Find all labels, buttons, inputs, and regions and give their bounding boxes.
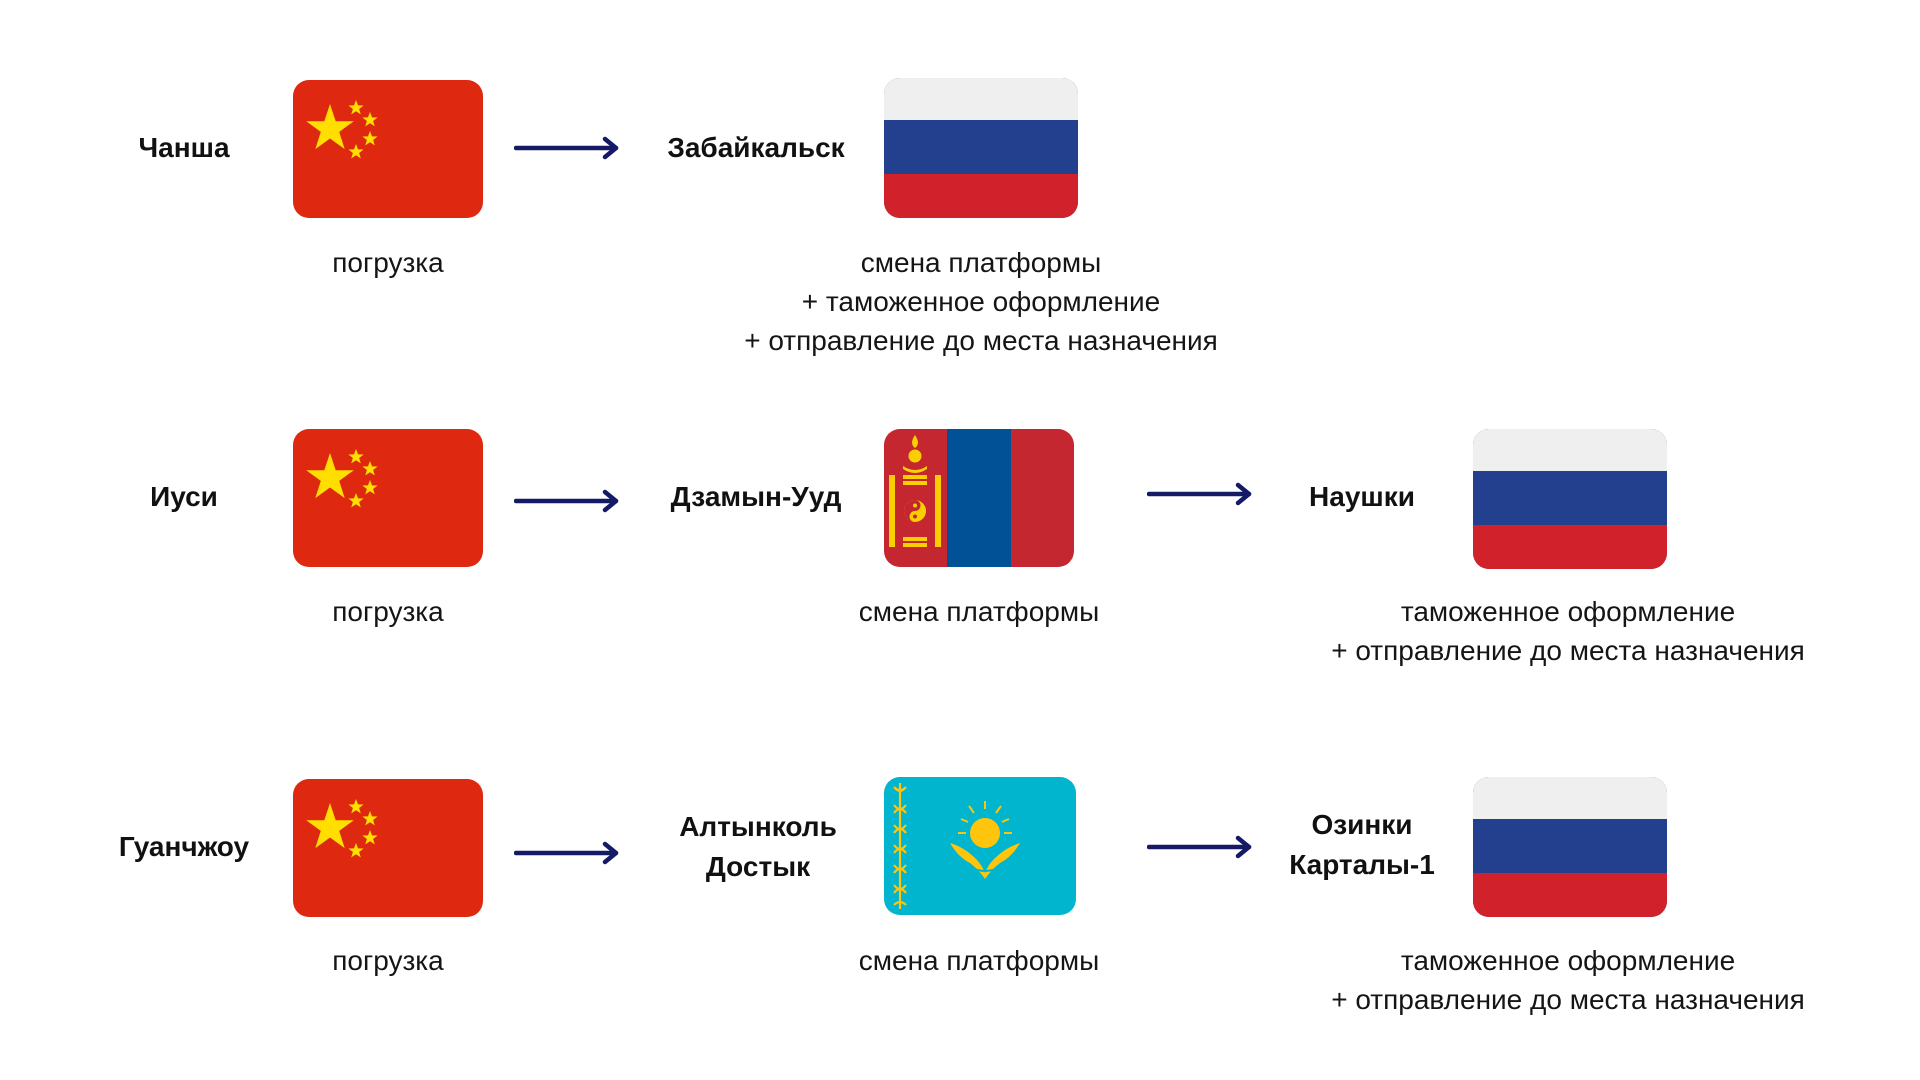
- hub-caption: смена платформы + таможенное оформление …: [744, 243, 1218, 360]
- origin-city-label: Чанша: [138, 128, 229, 168]
- origin-city-line: Чанша: [138, 132, 230, 163]
- final-caption: таможенное оформление + отправление до м…: [1331, 592, 1805, 670]
- hub-city-label: Забайкальск: [667, 128, 844, 168]
- china-flag-icon: [293, 80, 483, 218]
- russia-flag-icon: [884, 78, 1078, 218]
- china-flag-icon: [293, 779, 483, 917]
- caption-line: погрузка: [332, 247, 444, 278]
- caption-line: смена платформы: [858, 596, 1100, 627]
- hub-city-line: Забайкальск: [667, 132, 845, 163]
- final-city-line: Наушки: [1309, 481, 1415, 512]
- route-arrow-icon: [514, 136, 624, 160]
- caption-line: таможенное оформление: [1400, 596, 1736, 627]
- final-caption: таможенное оформление + отправление до м…: [1331, 941, 1805, 1019]
- hub-city-label: Алтынколь Достык: [679, 807, 837, 887]
- caption-line: смена платформы: [860, 247, 1102, 278]
- caption-line: таможенное оформление: [1400, 945, 1736, 976]
- caption-line: погрузка: [332, 945, 444, 976]
- hub-city-line: Достык: [705, 851, 811, 882]
- kazakhstan-flag-icon: [884, 777, 1076, 915]
- final-city-line: Озинки: [1311, 809, 1413, 840]
- hub-city-line: Алтынколь: [679, 811, 837, 842]
- caption-line: смена платформы: [858, 945, 1100, 976]
- origin-city-label: Гуанчжоу: [119, 827, 249, 867]
- origin-caption: погрузка: [332, 243, 443, 282]
- final-city-label: Наушки: [1309, 477, 1415, 517]
- hub-caption: смена платформы: [859, 941, 1099, 980]
- caption-line: + отправление до места назначения: [1331, 635, 1805, 666]
- china-flag-icon: [293, 429, 483, 567]
- russia-flag-icon: [1473, 777, 1667, 917]
- origin-caption: погрузка: [332, 592, 443, 631]
- hub-caption: смена платформы: [859, 592, 1099, 631]
- caption-line: + отправление до места назначения: [1331, 984, 1805, 1015]
- origin-city-line: Гуанчжоу: [118, 831, 250, 862]
- hub-city-label: Дзамын-Ууд: [671, 477, 842, 517]
- caption-line: + таможенное оформление: [801, 286, 1161, 317]
- final-city-label: Озинки Карталы-1: [1289, 805, 1435, 885]
- route-arrow-icon: [1147, 835, 1257, 859]
- origin-caption: погрузка: [332, 941, 443, 980]
- hub-city-line: Дзамын-Ууд: [670, 481, 842, 512]
- route-arrow-icon: [514, 841, 624, 865]
- mongolia-flag-icon: [884, 429, 1074, 567]
- origin-city-label: Иуси: [150, 477, 218, 517]
- route-arrow-icon: [1147, 482, 1257, 506]
- caption-line: погрузка: [332, 596, 444, 627]
- route-arrow-icon: [514, 489, 624, 513]
- caption-line: + отправление до места назначения: [744, 325, 1218, 356]
- russia-flag-icon: [1473, 429, 1667, 569]
- origin-city-line: Иуси: [150, 481, 218, 512]
- final-city-line: Карталы-1: [1289, 849, 1435, 880]
